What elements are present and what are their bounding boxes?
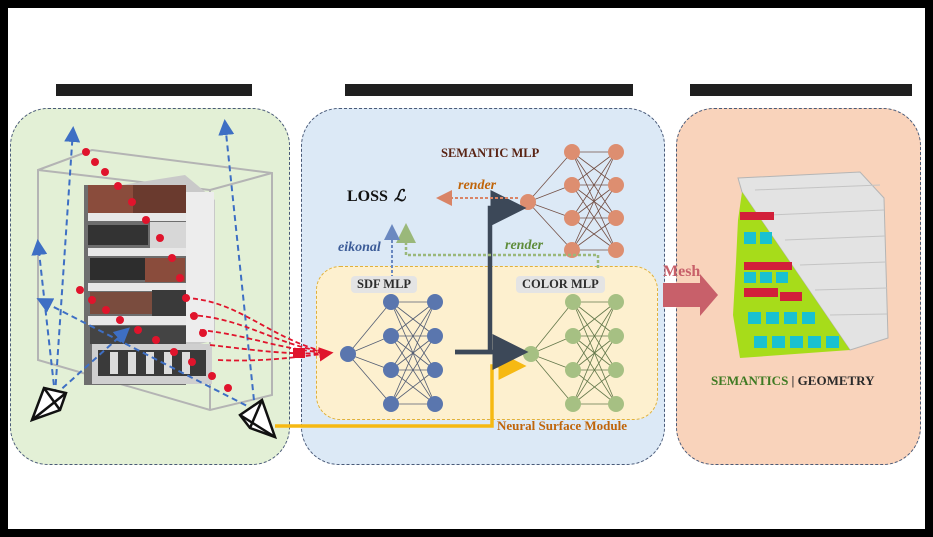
mesh-arrow <box>663 274 718 316</box>
semantic-mlp-nodes <box>520 144 624 258</box>
camera-left <box>29 386 68 423</box>
output-caption: SEMANTICS | GEOMETRY <box>711 373 875 389</box>
building-illustration <box>84 175 215 385</box>
mesh-label: Mesh <box>663 263 701 280</box>
color-mlp-edges <box>530 301 617 405</box>
render-label-top: render <box>458 178 497 193</box>
ray-junction-marker <box>293 348 305 358</box>
semantic-mlp-edges <box>527 151 617 251</box>
render-label-mid: render <box>505 238 544 253</box>
semantic-mlp-label: SEMANTIC MLP <box>441 146 540 160</box>
camera-rays <box>31 119 256 411</box>
middle-header-bar <box>345 84 633 96</box>
loss-label: LOSS ℒ <box>347 186 405 206</box>
geometry-label: GEOMETRY <box>797 373 875 388</box>
right-header-bar <box>690 84 912 96</box>
camera-right <box>238 398 278 440</box>
sdf-mlp-edges <box>347 301 436 405</box>
neural-surface-module-label: Neural Surface Module <box>497 418 627 433</box>
sdf-mlp-nodes <box>340 294 443 412</box>
eikonal-label: eikonal <box>338 240 381 255</box>
sdf-mlp-label: SDF MLP <box>351 276 418 293</box>
loss-symbol: ℒ <box>393 188 406 205</box>
loss-text: LOSS <box>347 188 388 205</box>
color-mlp-label: COLOR MLP <box>516 276 605 293</box>
caption-separator: | <box>788 373 798 388</box>
output-mesh-illustration <box>733 171 889 358</box>
ray-sample-flows <box>184 297 334 362</box>
feature-to-semantic-arrow <box>455 190 527 355</box>
color-render-arrow <box>396 223 600 268</box>
left-header-bar <box>56 84 252 96</box>
semantics-label: SEMANTICS <box>711 373 789 388</box>
color-mlp-nodes <box>523 294 624 412</box>
